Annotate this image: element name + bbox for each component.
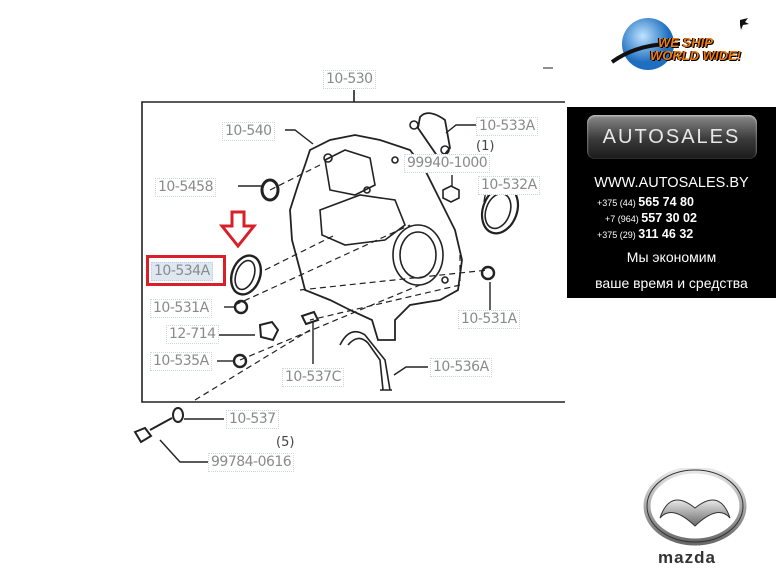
- gasket-ring-533a: [409, 112, 451, 162]
- nut-535a: [232, 353, 248, 369]
- mazda-logo: mazda: [640, 466, 750, 568]
- label-10-535a: 10-535A: [150, 352, 212, 371]
- globe-icon: [610, 18, 749, 70]
- nut-99940: [442, 185, 460, 203]
- highlight-arrow-icon: [218, 210, 258, 249]
- autosales-logo: AUTOSALES: [586, 115, 757, 159]
- seal-545b: [260, 178, 280, 202]
- nut-531a-left: [233, 299, 249, 315]
- banner-line-1: WE SHIP: [658, 35, 713, 50]
- label-10-531a-left: 10-531A: [150, 299, 212, 318]
- phone-3: +375 (29) 311 46 32: [597, 227, 694, 241]
- mazda-wordmark: mazda: [658, 548, 716, 567]
- ad-slogan-1: Мы экономим: [626, 249, 717, 265]
- quantity-1: (1): [476, 139, 495, 154]
- label-10-532a: 10-532A: [478, 176, 540, 195]
- stud-537c: [300, 310, 320, 326]
- label-10-545b: 10-5458: [155, 178, 216, 197]
- label-10-533a: 10-533A: [476, 117, 538, 136]
- sensor-12-714: [258, 320, 280, 342]
- phone-1: +375 (44) 565 74 80: [597, 195, 694, 209]
- front-cover: [289, 134, 463, 341]
- bolt-99784: [133, 417, 173, 444]
- label-10-537c: 10-537C: [282, 368, 344, 387]
- label-10-536a: 10-536A: [430, 358, 492, 377]
- label-10-540: 10-540: [222, 122, 275, 141]
- label-10-537: 10-537: [226, 410, 279, 429]
- oil-seal-534a: [229, 254, 263, 296]
- label-10-531a-right: 10-531A: [458, 310, 520, 329]
- highlighted-part-box: 10-534A: [146, 255, 226, 286]
- nut-531a-right: [480, 265, 496, 281]
- mazda-emblem-icon: [643, 466, 747, 546]
- bracket-536a: [339, 330, 392, 391]
- phone-2: +7 (964) 557 30 02: [605, 211, 697, 225]
- label-99940-1000: 99940-1000: [404, 154, 491, 173]
- we-ship-worldwide-banner: WE SHIP WORLD WIDE!: [610, 14, 760, 74]
- ad-url[interactable]: WWW.AUTOSALES.BY: [594, 175, 749, 191]
- quantity-5: (5): [276, 435, 295, 450]
- label-12-714: 12-714: [166, 325, 219, 344]
- banner-line-2: WORLD WIDE!: [650, 48, 741, 63]
- label-10-530: 10-530: [323, 70, 376, 89]
- label-99784-0616: 99784-0616: [208, 453, 295, 472]
- airplane-icon: [740, 18, 749, 30]
- label-10-534a[interactable]: 10-534A: [151, 262, 213, 281]
- autosales-ad[interactable]: AUTOSALES WWW.AUTOSALES.BY +375 (44) 565…: [567, 107, 776, 298]
- washer-10-537: [172, 407, 184, 423]
- ad-slogan-2: ваше время и средства: [595, 275, 748, 291]
